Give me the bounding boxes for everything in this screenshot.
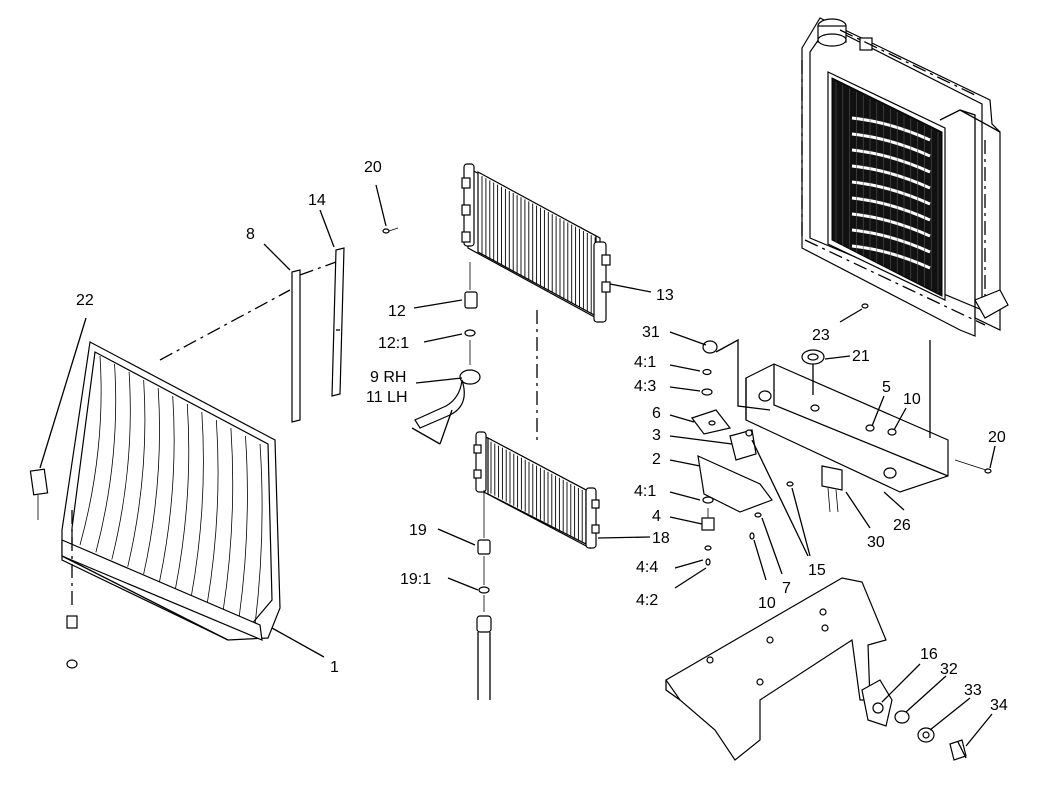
callout-22: 22: [76, 292, 94, 309]
callout-5: 5: [882, 379, 891, 396]
callout-9-rh: 9 RH: [370, 369, 406, 386]
callout-15: 15: [808, 562, 826, 579]
callout-8: 8: [246, 226, 255, 243]
callout-12: 12: [388, 303, 406, 320]
callout-2: 2: [652, 451, 661, 468]
cooler-fins: [490, 441, 583, 542]
callout-34: 34: [990, 697, 1008, 714]
screen-ribs: [79, 355, 263, 626]
side-screen: [29, 289, 291, 669]
callout-31: 31: [642, 324, 660, 341]
oil-cooler-lower: [473, 431, 600, 549]
oil-cooler-upper: [461, 163, 611, 323]
callout-4-3: 4:3: [634, 378, 656, 395]
callout-14: 14: [308, 192, 326, 209]
callout-11-lh: 11 LH: [366, 389, 408, 406]
callout-4-1-lower: 4:1: [634, 483, 656, 500]
callout-6: 6: [652, 405, 661, 422]
callout-19: 19: [409, 522, 427, 539]
callout-10-upper: 10: [903, 391, 921, 408]
callout-4: 4: [652, 508, 661, 525]
callout-13: 13: [656, 287, 674, 304]
callout-4-1-upper: 4:1: [634, 354, 656, 371]
callout-10-lower: 10: [758, 595, 776, 612]
callout-12-1: 12:1: [378, 335, 409, 352]
cooler-fittings: [411, 262, 538, 700]
callout-19-1: 19:1: [400, 571, 431, 588]
radiator-assembly: [801, 17, 1009, 337]
callout-1: 1: [330, 659, 339, 676]
callout-20-upper: 20: [364, 159, 382, 176]
leader-lines: [39, 184, 996, 747]
callout-23: 23: [812, 327, 830, 344]
callout-3: 3: [652, 427, 661, 444]
callout-4-4: 4:4: [636, 559, 658, 576]
callout-16: 16: [920, 646, 938, 663]
callout-30: 30: [867, 534, 885, 551]
callout-20-right: 20: [988, 429, 1006, 446]
callout-21: 21: [852, 348, 870, 365]
seal-strips: [291, 227, 399, 423]
callout-labels: 20 14 8 22 12 12:1 9 RH 11 LH 13 31 4:1 …: [76, 159, 1008, 714]
callout-7: 7: [782, 580, 791, 597]
radiator-core: [831, 77, 943, 297]
callout-32: 32: [940, 661, 958, 678]
callout-4-2: 4:2: [636, 592, 658, 609]
callout-18: 18: [652, 530, 670, 547]
frame-plate: [665, 577, 967, 761]
callout-33: 33: [964, 682, 982, 699]
bracket-assembly: [691, 303, 992, 566]
callout-26: 26: [893, 517, 911, 534]
